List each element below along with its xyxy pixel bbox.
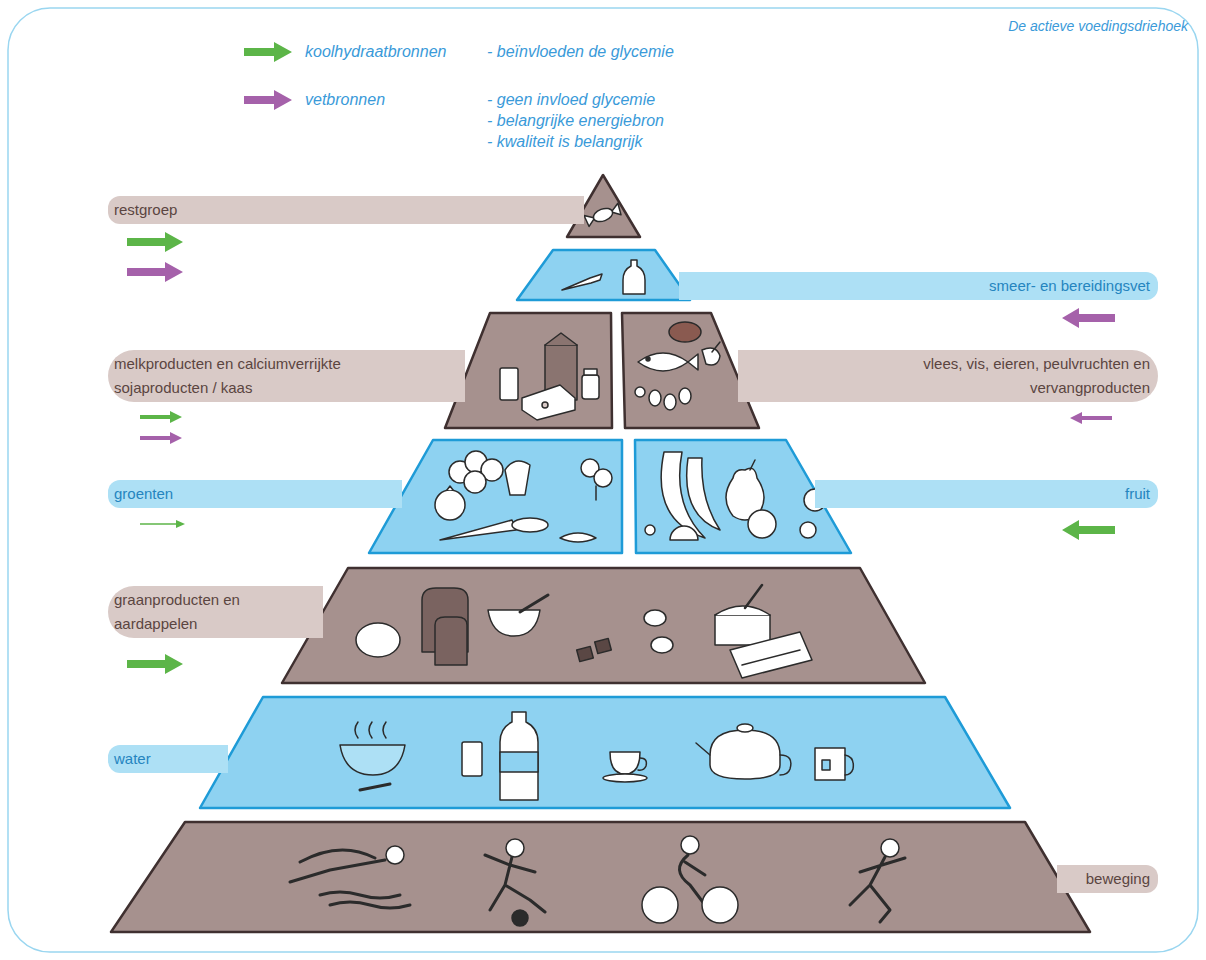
- band-label: fruit: [1125, 482, 1150, 506]
- legend-note: - geen invloed glycemie: [487, 90, 655, 110]
- diagram-title: De actieve voedingsdriehoek: [1008, 18, 1188, 34]
- food-group-band: vlees, vis, eieren, peulvruchten en verv…: [738, 350, 1158, 402]
- legend-note: - belangrijke energiebron: [487, 111, 664, 131]
- legend-arrow: [244, 90, 292, 110]
- band-label: melkproducten en calciumverrijkte sojapr…: [114, 352, 374, 400]
- food-group-band: beweging: [1057, 865, 1158, 893]
- band-label: graanproducten en aardappelen: [114, 588, 274, 636]
- food-group-band: groenten: [108, 480, 402, 508]
- legend-text: vetbronnen: [305, 90, 385, 110]
- legend-text: koolhydraatbronnen: [305, 42, 446, 62]
- band-label: restgroep: [114, 198, 177, 222]
- band-label: water: [114, 747, 151, 771]
- band-label: vlees, vis, eieren, peulvruchten en verv…: [860, 352, 1150, 400]
- food-group-band: smeer- en bereidingsvet: [679, 272, 1158, 300]
- food-group-band: fruit: [815, 480, 1158, 508]
- legend-note: - beïnvloeden de glycemie: [487, 42, 674, 62]
- band-label: smeer- en bereidingsvet: [989, 274, 1150, 298]
- food-group-band: water: [108, 745, 228, 773]
- food-group-band: graanproducten en aardappelen: [108, 586, 323, 638]
- food-group-band: melkproducten en calciumverrijkte sojapr…: [108, 350, 465, 402]
- legend-note: - kwaliteit is belangrijk: [487, 132, 643, 152]
- band-label: groenten: [114, 482, 173, 506]
- band-label: beweging: [1086, 867, 1150, 891]
- legend-arrow: [244, 42, 292, 62]
- food-group-band: restgroep: [108, 196, 584, 224]
